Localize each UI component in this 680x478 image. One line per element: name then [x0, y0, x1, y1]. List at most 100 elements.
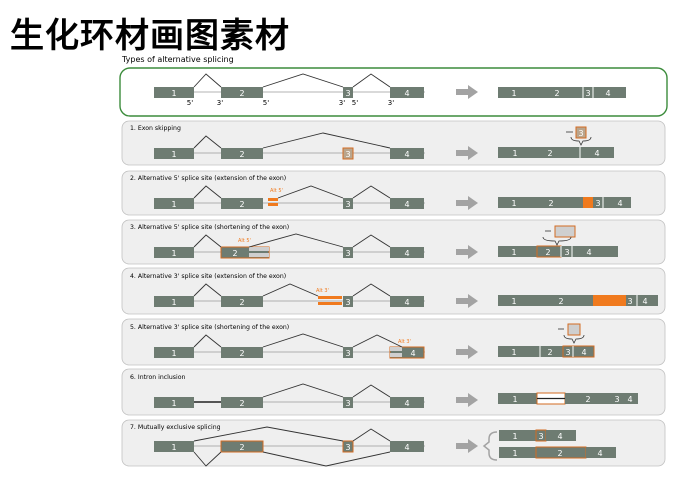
exon-block — [622, 393, 638, 404]
exon-block — [154, 247, 194, 258]
splice-site-label: 5' — [352, 99, 358, 107]
panel-label: 3. Alternative 5' splice site (shortenin… — [130, 224, 289, 231]
panel-label: 2. Alternative 5' splice site (extension… — [130, 175, 286, 182]
splice-line — [248, 233, 344, 248]
exon-label: 4 — [557, 432, 562, 441]
alt-region — [249, 253, 269, 257]
splice-line — [352, 384, 391, 398]
exon-label: 2 — [239, 399, 244, 408]
splice-line — [262, 73, 344, 88]
exon-label: 4 — [642, 297, 647, 306]
exon-block — [390, 87, 424, 98]
splice-line — [262, 333, 344, 348]
exon-label: 1 — [171, 249, 176, 258]
exon-label: 3 — [565, 348, 570, 357]
exon-block — [220, 440, 264, 453]
splice-line — [193, 334, 222, 348]
exon-label: 1 — [511, 89, 516, 98]
splice-line — [193, 283, 222, 297]
exon-block — [220, 246, 270, 259]
alt-region — [268, 198, 278, 201]
exon-label: 1 — [171, 443, 176, 452]
exon-label: 2 — [554, 89, 559, 98]
exon-block — [390, 198, 424, 209]
exon-label: 3 — [345, 298, 350, 307]
exon-label: 2 — [239, 150, 244, 159]
splice-site-label: 5' — [263, 99, 269, 107]
right-arrow-icon — [456, 85, 478, 99]
exon-block — [498, 346, 594, 357]
exon-block — [221, 148, 263, 159]
exon-block-skipped — [575, 126, 587, 139]
splice-line — [193, 135, 222, 149]
exon-label: 1 — [171, 89, 176, 98]
exon-block — [343, 296, 353, 307]
exon-label: 3 — [627, 297, 632, 306]
panel-alt3-extension: 4. Alternative 3' splice site (extension… — [121, 267, 666, 315]
exon-label: 3 — [345, 443, 350, 452]
exon-label: 2 — [547, 348, 552, 357]
exon-label: 4 — [404, 249, 409, 258]
exon-block — [154, 441, 194, 452]
splice-line — [193, 234, 222, 248]
exon-label: 1 — [511, 348, 516, 357]
right-arrow-icon — [456, 196, 478, 210]
exon-label: 2 — [558, 297, 563, 306]
exon-label: 4 — [581, 348, 586, 357]
right-arrow-icon — [456, 146, 478, 160]
exon-block — [221, 296, 263, 307]
exon-block — [390, 148, 424, 159]
exon-label: 3 — [585, 89, 590, 98]
exon-label: 3 — [345, 150, 350, 159]
exon-label: 1 — [512, 149, 517, 158]
exon-label: 2 — [239, 89, 244, 98]
exon-label: 3 — [564, 248, 569, 257]
splice-site-label: 3' — [339, 99, 345, 107]
alt-region — [318, 302, 342, 305]
panel-alt5-shortening: 3. Alternative 5' splice site (shortenin… — [121, 219, 666, 265]
exon-block — [343, 347, 353, 358]
splice-line — [352, 73, 391, 88]
panel-label: 6. Intron inclusion — [130, 374, 186, 381]
exon-label: 3 — [345, 200, 350, 209]
exon-label: 1 — [171, 200, 176, 209]
exon-label: 1 — [512, 449, 517, 458]
exon-label: 1 — [512, 395, 517, 404]
exon-label: 1 — [171, 150, 176, 159]
exon-block — [498, 147, 614, 158]
splice-site-label: 3' — [217, 99, 223, 107]
exon-block — [343, 198, 353, 209]
exon-block — [221, 347, 263, 358]
exon-label: 4 — [410, 349, 415, 358]
exon-label: 1 — [171, 349, 176, 358]
exon-label: 1 — [171, 298, 176, 307]
exon-label: 3 — [345, 89, 350, 98]
exon-label: 4 — [404, 200, 409, 209]
exon-block — [498, 246, 618, 257]
panel-label: 1. Exon skipping — [130, 125, 181, 132]
exon-block — [586, 447, 616, 458]
alt-region — [583, 197, 593, 208]
exon-label: 4 — [597, 449, 602, 458]
exon-block — [154, 347, 194, 358]
splice-line — [352, 283, 391, 297]
exon-label: 3 — [345, 399, 350, 408]
panel-frame — [121, 368, 666, 416]
splice-line — [193, 185, 222, 199]
exon-block — [390, 296, 424, 307]
exon-block — [154, 148, 194, 159]
exon-label: 2 — [239, 200, 244, 209]
alt-site-label: Alt 3' — [316, 288, 329, 294]
exon-label: 3 — [595, 199, 600, 208]
alt-site-label: Alt 5' — [238, 238, 251, 244]
right-arrow-icon — [456, 345, 478, 359]
exon-block — [390, 247, 424, 258]
exon-label: 2 — [239, 298, 244, 307]
exon-label: 4 — [404, 89, 409, 98]
exon-block — [499, 430, 536, 441]
exon-label: 3 — [614, 395, 619, 404]
